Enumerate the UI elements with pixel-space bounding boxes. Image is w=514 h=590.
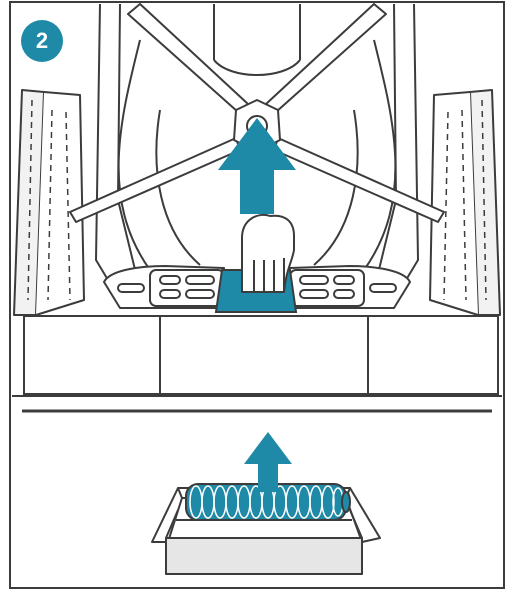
up-arrow-icon — [218, 118, 296, 214]
lower-up-arrow-icon — [244, 432, 292, 492]
machine-base — [23, 315, 499, 395]
roller-brush-icon — [165, 483, 363, 539]
step-number-badge: 2 — [21, 20, 63, 62]
box-icon — [151, 487, 381, 575]
hand-icon — [241, 213, 295, 293]
